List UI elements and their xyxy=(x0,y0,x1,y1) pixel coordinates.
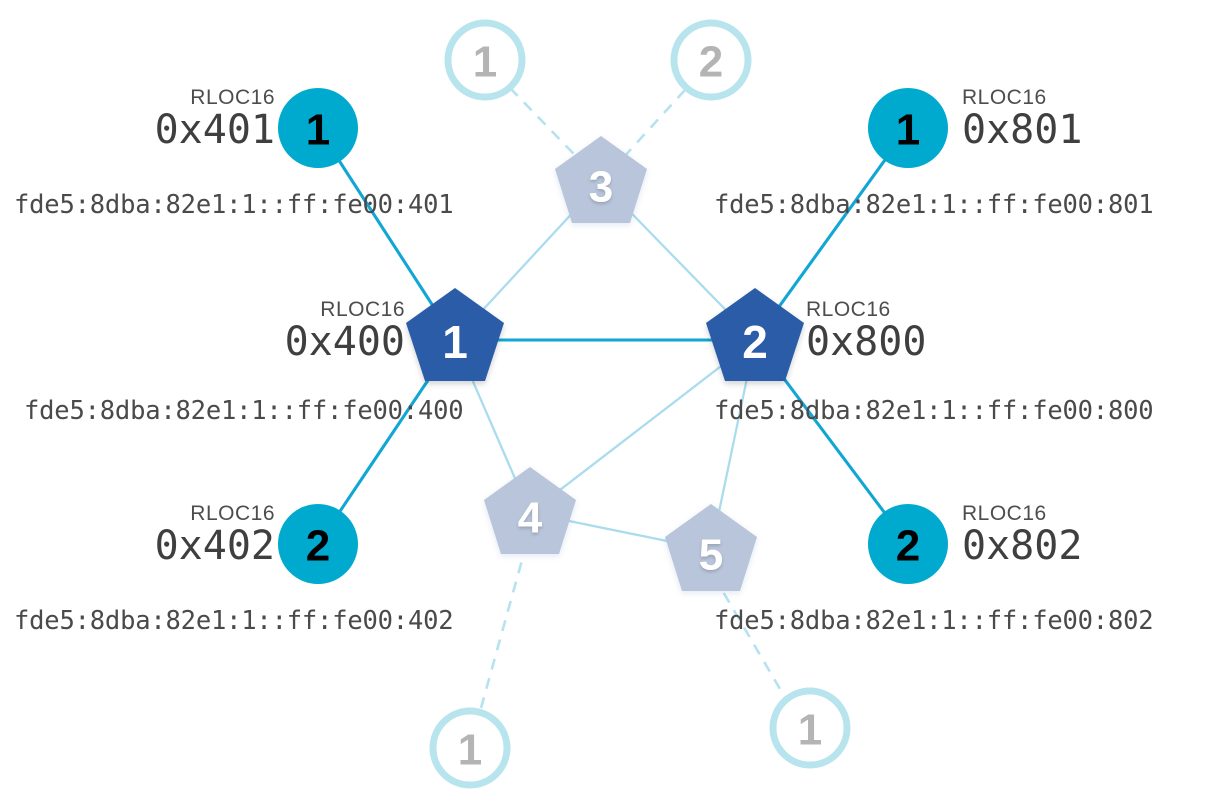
link-outline-bottom-right-faded5 xyxy=(720,589,792,707)
child-node-0x801-numeral: 1 xyxy=(896,106,920,155)
rloc16-value: 0x801 xyxy=(962,107,1083,154)
child-node-0x802[interactable]: 2 xyxy=(868,504,948,584)
faded-router-3-numeral: 3 xyxy=(589,163,613,212)
outline-child-top-right-numeral: 2 xyxy=(699,38,723,87)
child-node-0x802-numeral: 2 xyxy=(896,522,920,571)
router-node-0x800[interactable]: 2 xyxy=(706,288,804,381)
link-router2-faded4 xyxy=(529,339,756,514)
child-node-0x801[interactable]: 1 xyxy=(868,88,948,168)
link-outline-bottom-left-faded4 xyxy=(479,552,526,709)
ipv6-address-0x400: fde5:8dba:82e1:1::ff:fe00:400 xyxy=(24,396,464,426)
circle-shape xyxy=(278,504,358,584)
label-child-0x801: RLOC16 0x801 xyxy=(962,86,1212,151)
faded-router-5-numeral: 5 xyxy=(699,531,723,580)
label-router-0x800: RLOC16 0x800 xyxy=(806,298,1061,363)
router-node-0x400-numeral: 1 xyxy=(442,316,468,368)
pentagon-shape xyxy=(484,467,576,554)
faded-router-4[interactable]: 4 xyxy=(484,467,576,554)
rloc16-caption: RLOC16 xyxy=(962,502,1047,525)
circle-shape xyxy=(278,88,358,168)
faded-router-5[interactable]: 5 xyxy=(665,504,757,591)
circle-outline-shape xyxy=(769,687,851,769)
rloc16-caption: RLOC16 xyxy=(190,86,275,109)
circle-outline-shape xyxy=(429,707,511,789)
outline-child-bottom-left-numeral: 1 xyxy=(458,726,482,775)
outline-child-bottom-left[interactable]: 1 xyxy=(429,707,511,789)
outline-child-top-left-numeral: 1 xyxy=(473,38,497,87)
child-node-0x402[interactable]: 2 xyxy=(278,504,358,584)
pentagon-shape xyxy=(555,136,647,223)
ipv6-address-0x802: fde5:8dba:82e1:1::ff:fe00:802 xyxy=(714,606,1154,636)
label-child-0x802: RLOC16 0x802 xyxy=(962,502,1212,567)
pentagon-shape xyxy=(406,288,504,381)
faded-router-3[interactable]: 3 xyxy=(555,136,647,223)
child-node-0x402-numeral: 2 xyxy=(306,522,330,571)
circle-shape xyxy=(868,504,948,584)
circle-shape xyxy=(868,88,948,168)
outline-child-top-right[interactable]: 2 xyxy=(670,19,752,101)
child-node-0x401[interactable]: 1 xyxy=(278,88,358,168)
label-router-0x400: RLOC16 0x400 xyxy=(150,298,405,363)
child-node-0x401-numeral: 1 xyxy=(306,106,330,155)
rloc16-caption: RLOC16 xyxy=(320,298,405,321)
ipv6-address-0x801: fde5:8dba:82e1:1::ff:fe00:801 xyxy=(714,190,1154,220)
rloc16-caption: RLOC16 xyxy=(806,298,891,321)
faded-router-4-numeral: 4 xyxy=(518,494,543,543)
outline-child-top-left[interactable]: 1 xyxy=(444,19,526,101)
rloc16-value: 0x402 xyxy=(154,523,275,570)
router-node-0x400[interactable]: 1 xyxy=(406,288,504,381)
circle-outline-shape xyxy=(670,19,752,101)
rloc16-value: 0x802 xyxy=(962,523,1083,570)
rloc16-value: 0x401 xyxy=(154,107,275,154)
label-child-0x401: RLOC16 0x401 xyxy=(20,86,275,151)
outline-child-bottom-right[interactable]: 1 xyxy=(769,687,851,769)
rloc16-caption: RLOC16 xyxy=(190,502,275,525)
ipv6-address-0x401: fde5:8dba:82e1:1::ff:fe00:401 xyxy=(14,190,454,220)
rloc16-value: 0x800 xyxy=(806,319,927,366)
ipv6-address-0x800: fde5:8dba:82e1:1::ff:fe00:800 xyxy=(714,396,1154,426)
link-router2-child-0x801 xyxy=(753,127,910,341)
pentagon-shape xyxy=(665,504,757,591)
rloc16-caption: RLOC16 xyxy=(962,86,1047,109)
circle-outline-shape xyxy=(444,19,526,101)
outline-child-bottom-right-numeral: 1 xyxy=(798,706,822,755)
pentagon-shape xyxy=(706,288,804,381)
router-node-0x800-numeral: 2 xyxy=(742,316,768,368)
rloc16-value: 0x400 xyxy=(284,319,405,366)
ipv6-address-0x402: fde5:8dba:82e1:1::ff:fe00:402 xyxy=(14,606,454,636)
label-child-0x402: RLOC16 0x402 xyxy=(20,502,275,567)
